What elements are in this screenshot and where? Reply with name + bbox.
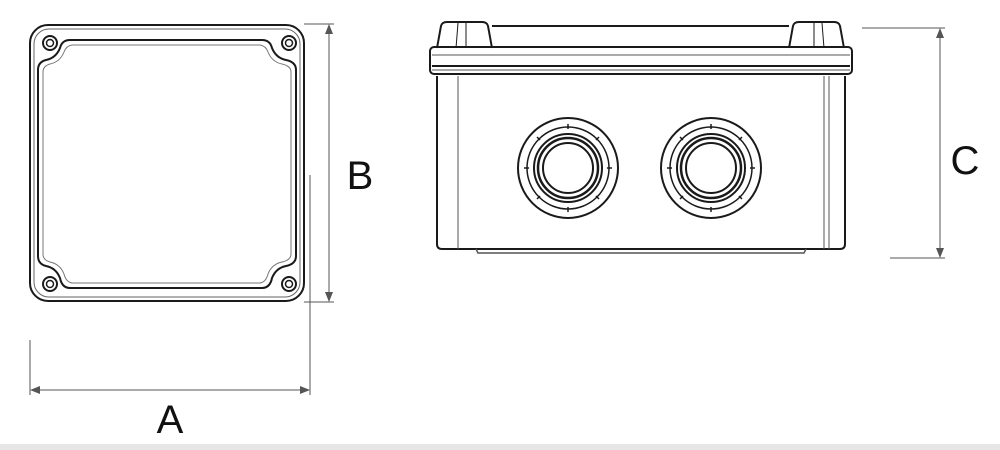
dimension-a-arrow-left xyxy=(30,386,40,394)
dimension-b xyxy=(304,23,334,303)
dimension-a-label: A xyxy=(157,398,184,442)
dimension-c-arrow-top xyxy=(936,28,944,38)
cable-gland-right-marks xyxy=(667,124,755,212)
lid-screw-bottom-right xyxy=(281,276,297,292)
dimension-b-arrow-bottom xyxy=(325,292,333,302)
lid-screw-bottom-left xyxy=(42,276,58,292)
cable-gland-left-marks xyxy=(524,124,612,212)
cable-gland-left xyxy=(517,117,619,219)
lid-body xyxy=(429,46,853,75)
dimension-c-label: C xyxy=(951,139,980,183)
cable-gland-right xyxy=(660,117,762,219)
top-view xyxy=(29,24,305,302)
lid-top-rib-left xyxy=(436,21,493,49)
base-body xyxy=(436,76,846,250)
lid-inner-panel xyxy=(37,39,297,289)
dimension-b-label: B xyxy=(347,154,374,198)
dimension-c-arrow-bottom xyxy=(936,248,944,258)
bottom-border xyxy=(0,444,1000,450)
lid-second-edge xyxy=(33,28,301,298)
dimension-a-arrow-right xyxy=(300,386,310,394)
base-foot xyxy=(475,248,807,254)
front-view xyxy=(429,21,853,254)
lid-top-rib-left-detail-1 xyxy=(455,22,459,49)
lid-outer-edge xyxy=(29,24,305,302)
lid-top-rib-right-detail-2 xyxy=(821,22,825,49)
lid-screw-top-left xyxy=(42,35,58,51)
dimension-c xyxy=(862,27,945,259)
lid-top-rib-right xyxy=(788,21,845,49)
lid-screw-top-right xyxy=(281,35,297,51)
dimension-b-arrow-top xyxy=(325,24,333,34)
lid-inner-panel-line xyxy=(42,44,292,284)
dimension-a xyxy=(29,175,311,395)
